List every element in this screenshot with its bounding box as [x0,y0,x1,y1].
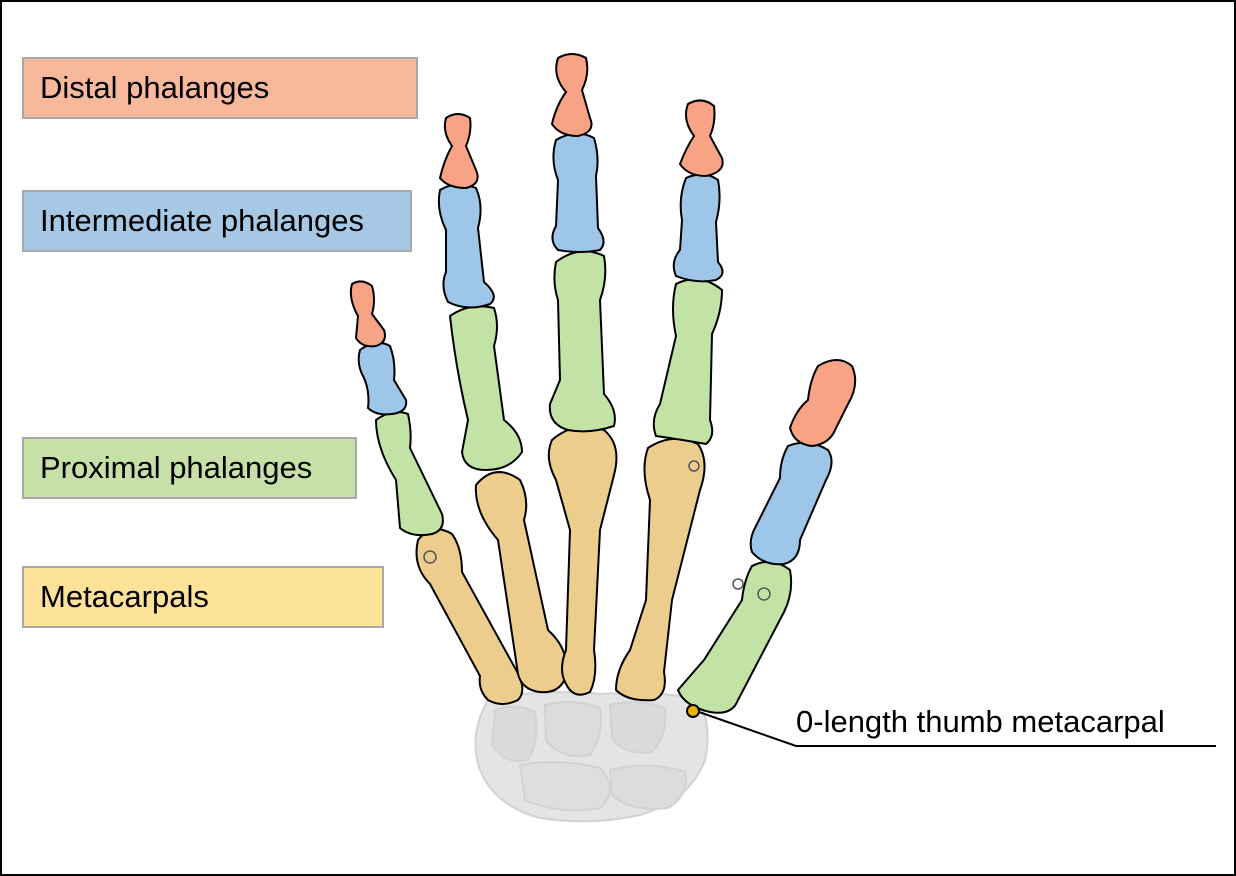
carpal-bones [474,691,709,823]
legend-proximal-phalanges: Proximal phalanges [22,437,357,499]
proximal-middle [548,250,616,433]
thumb-metacarpal-marker [686,704,700,718]
legend-intermediate-phalanges: Intermediate phalanges [22,190,412,252]
distal-little [349,280,386,348]
distal-thumb [788,359,857,448]
metacarpal-bones [415,425,706,705]
proximal-index [652,278,724,446]
metacarpal-little [415,528,524,705]
metacarpal-index [614,437,706,702]
proximal-little [374,411,444,537]
distal-middle [550,53,593,138]
intermediate-ring [437,183,495,309]
intermediate-phalanx-bones [357,132,833,566]
metacarpal-middle [547,425,618,696]
legend-metacarpals: Metacarpals [22,566,384,628]
intermediate-middle [551,132,605,253]
distal-phalanx-bones [349,53,857,448]
callout-leader-line [698,711,1216,747]
distal-index [678,99,724,178]
legend-proximal-label: Proximal phalanges [40,450,313,485]
intermediate-little [357,341,408,416]
legend-distal-label: Distal phalanges [40,70,270,105]
distal-ring [438,113,479,190]
proximal-thumb [676,560,793,714]
sesamoid-details [423,460,771,601]
callout-thumb-metacarpal: 0-length thumb metacarpal [796,704,1165,739]
proximal-ring [448,305,524,472]
legend-metacarpal-label: Metacarpals [40,579,209,614]
intermediate-thumb [749,441,833,566]
legend-distal-phalanges: Distal phalanges [22,57,418,119]
intermediate-index [672,173,724,283]
legend-intermediate-label: Intermediate phalanges [40,203,365,238]
